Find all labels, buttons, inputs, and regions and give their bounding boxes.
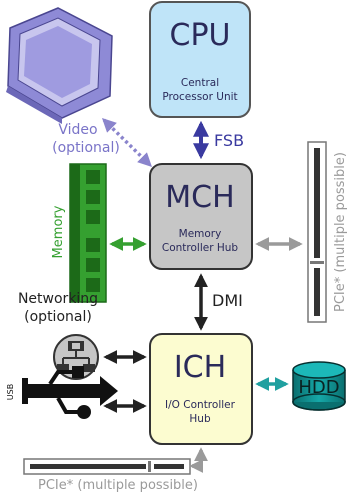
ich-block — [149, 333, 253, 445]
cpu-subtitle-1: Central — [181, 77, 219, 89]
pcie-right-label: PCIe* (multiple possible) — [333, 152, 348, 312]
cpu-title: CPU — [170, 18, 231, 53]
memory-module-icon — [69, 163, 107, 303]
memory-label: Memory — [51, 205, 66, 258]
hdd-label: HDD — [298, 377, 339, 398]
usb-label: USB — [6, 384, 15, 400]
video-label: Video — [58, 122, 97, 138]
network-icon — [53, 334, 99, 380]
mch-title: MCH — [165, 180, 234, 215]
pcie-bottom-label: PCIe* (multiple possible) — [38, 478, 198, 493]
mch-subtitle-2: Controller Hub — [162, 242, 239, 254]
networking-label: Networking — [18, 291, 98, 307]
cpu-block — [149, 1, 251, 118]
ich-subtitle-2: Hub — [189, 413, 211, 425]
ich-title: ICH — [174, 350, 226, 385]
mch-subtitle-1: Memory — [179, 228, 222, 240]
fsb-label: FSB — [214, 131, 244, 150]
networking-optional-label: (optional) — [24, 309, 92, 325]
video-mch-link — [101, 118, 153, 167]
cpu-subtitle-2: Processor Unit — [162, 91, 237, 103]
monitor-icon — [6, 7, 113, 124]
pcie-slot-right-icon — [307, 141, 327, 323]
hdd-icon — [292, 361, 346, 411]
mch-block — [149, 163, 253, 270]
usb-icon — [22, 366, 118, 419]
ich-pcie-link — [189, 447, 208, 473]
dmi-label: DMI — [212, 291, 243, 310]
pcie-slot-bottom-icon — [23, 458, 191, 475]
ich-subtitle-1: I/O Controller — [165, 399, 236, 411]
video-optional-label: (optional) — [52, 140, 120, 156]
